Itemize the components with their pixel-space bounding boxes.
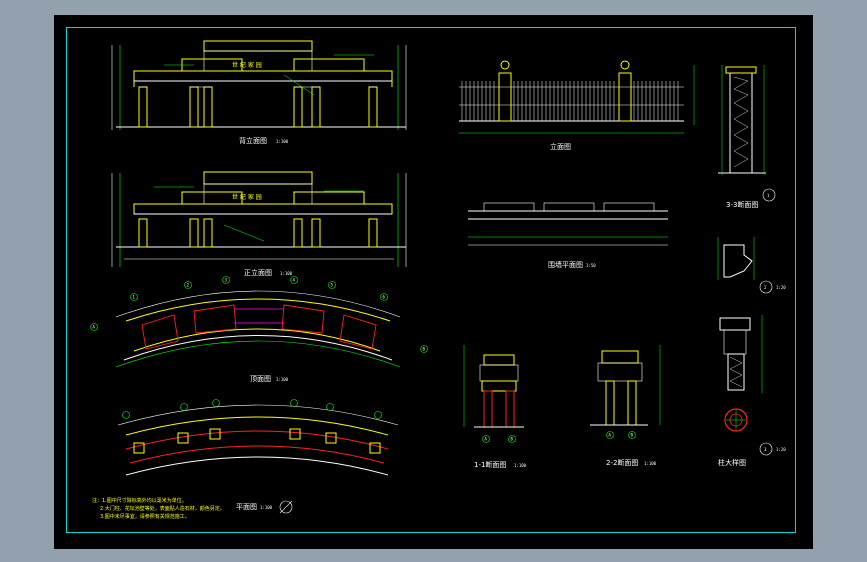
cad-drawing: 世 纪 家 园 背立面图 1:100 [90, 40, 786, 520]
title-plan: 平面图 [236, 503, 257, 511]
top-plan [90, 276, 428, 368]
detail-marker-2 [759, 280, 773, 294]
fence-elevation [459, 60, 695, 134]
title-section-1-1: 1-1断面图 [474, 460, 506, 469]
axis-label-4: 4 [293, 278, 296, 283]
detail-marker-1-label: 1 [767, 193, 770, 198]
sign-text-back: 世 纪 家 园 [232, 61, 262, 69]
note-2: 2.大门柱、花坛池壁等处，表面贴人造石材，颜色另定。 [100, 505, 225, 512]
axis-label-6: 6 [383, 295, 386, 300]
title-section-3-3: 3-3断面图 [726, 200, 758, 209]
axis-label-a-s1: A [485, 437, 488, 442]
title-back-elevation: 背立面图 [239, 136, 267, 145]
scale-section-1-1: 1:100 [514, 463, 527, 468]
axis-labels: 1 2 3 4 5 6 A B A B A B [93, 278, 634, 442]
section-3-3 [718, 65, 766, 175]
axis-label-2: 2 [187, 283, 190, 288]
section-1-1 [463, 345, 524, 443]
scale-plan: 1:100 [260, 505, 273, 510]
scale-front-elevation: 1:100 [280, 271, 293, 276]
column-detail [719, 315, 763, 432]
scale-fence-plan: 1:50 [586, 263, 596, 268]
axis-label-b: B [423, 347, 426, 352]
back-elevation [111, 40, 407, 130]
axis-label-b-s1: B [511, 437, 514, 442]
axis-label-a-s2: A [609, 433, 612, 438]
note-1: 注：1.图中尺寸除标高外均以毫米为单位。 [92, 497, 187, 504]
scale-detail-3: 1:20 [776, 447, 786, 452]
detail-marker-1 [762, 188, 776, 202]
scale-detail-2: 1:20 [776, 285, 786, 290]
title-column-detail: 柱大样图 [718, 458, 746, 467]
drawing-frame [66, 27, 796, 533]
title-top-plan: 顶面图 [250, 375, 271, 383]
detail-marker-3-label: 3 [764, 447, 767, 452]
axis-label-3: 3 [225, 278, 228, 283]
sign-text-front: 世 纪 家 园 [232, 193, 262, 201]
detail-marker-3 [759, 442, 773, 456]
scale-back-elevation: 1:100 [276, 139, 289, 144]
axis-label-1: 1 [133, 295, 136, 300]
scale-top-plan: 1:100 [276, 377, 289, 382]
title-fence-elevation: 立面图 [550, 142, 571, 151]
detail-2 [717, 237, 755, 280]
fence-plan [468, 202, 668, 246]
title-fence-plan: 围墙平面图 [548, 260, 583, 269]
axis-label-5: 5 [331, 283, 334, 288]
scale-section-2-2: 1:100 [644, 461, 657, 466]
detail-marker-2-label: 2 [764, 285, 767, 290]
axis-label-b-s2: B [631, 433, 634, 438]
title-section-2-2: 2-2断面图 [606, 458, 638, 467]
note-3: 3.图中未尽事宜，请参照有关规范施工。 [100, 513, 190, 520]
drawing-sheet: 世 纪 家 园 背立面图 1:100 [54, 15, 813, 549]
section-2-2 [590, 345, 661, 439]
title-front-elevation: 正立面图 [244, 268, 272, 277]
front-elevation [111, 171, 407, 267]
plan [117, 399, 399, 514]
axis-label-a: A [93, 325, 96, 330]
